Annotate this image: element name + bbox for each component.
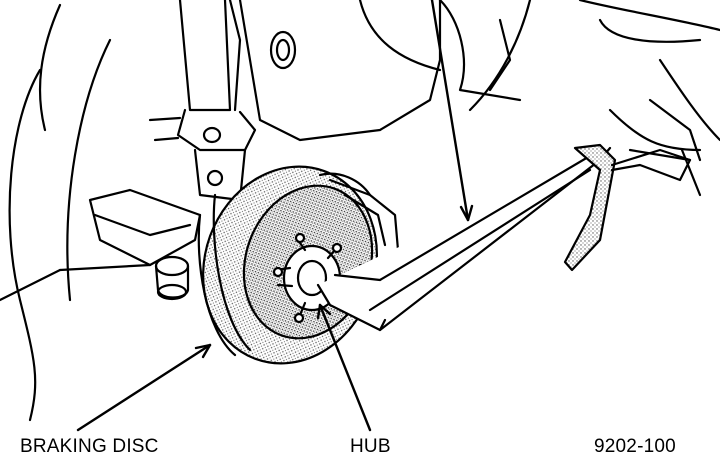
hub-arrowhead [316,303,332,320]
leader-lines [76,0,474,432]
lower-control-arm [0,188,202,302]
hub-puller-tool [316,143,702,332]
disc-arrowhead [194,343,212,359]
fender-outline [8,3,112,422]
tool-leader-arrow [430,0,470,222]
body-panel [238,0,720,162]
strut-assembly [148,0,257,202]
hub-label: HUB [350,436,391,457]
hub-leader-arrow [318,303,372,432]
braking-disc-label: BRAKING DISC [20,436,159,457]
disc-leader-arrow [76,343,212,432]
tool-arrowhead [459,204,474,222]
figure-number: 9202-100 [594,436,676,457]
ball-joint [154,255,190,301]
